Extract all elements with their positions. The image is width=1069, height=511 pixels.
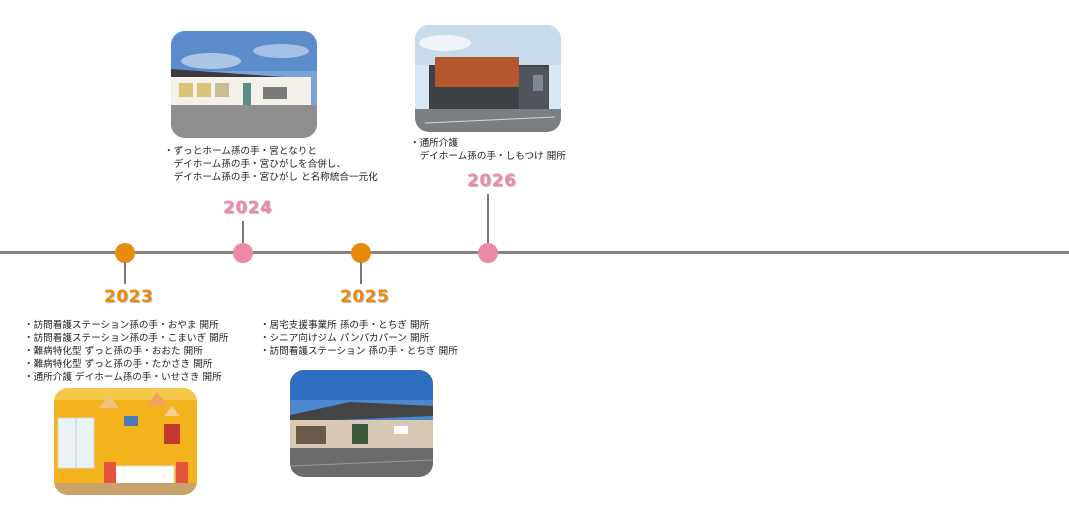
milestone-dot-2026: [478, 243, 498, 263]
description-line: ・訪問看護ステーション孫の手・こまいぎ 開所: [24, 333, 229, 344]
photo-day-home-isesaki-interior: [54, 388, 197, 495]
description-line: ・訪問看護ステーション 孫の手・とちぎ 開所: [260, 346, 458, 357]
description-line: ・通所介護 デイホーム孫の手・いせさき 開所: [24, 372, 222, 383]
milestone-dot-2024: [233, 243, 253, 263]
description-line: ・居宅支援事業所 孫の手・とちぎ 開所: [260, 320, 430, 331]
year-label-2026: 2026: [467, 171, 517, 191]
milestone-description-2023: ・訪問看護ステーション孫の手・おやま 開所 ・訪問看護ステーション孫の手・こまい…: [24, 319, 228, 384]
description-line: ・シニア向けジム パンパカパーン 開所: [260, 333, 430, 344]
milestone-stem-2023: [124, 262, 126, 284]
milestone-description-2024: ・ずっとホーム孫の手・宮となりと デイホーム孫の手・宮ひがしを合併し、 デイホー…: [164, 145, 378, 184]
milestone-dot-2023: [115, 243, 135, 263]
milestone-description-2025: ・居宅支援事業所 孫の手・とちぎ 開所 ・シニア向けジム パンパカパーン 開所 …: [260, 319, 458, 358]
milestone-stem-2026: [487, 194, 489, 243]
description-line: ・訪問看護ステーション孫の手・おやま 開所: [24, 320, 219, 331]
description-line: デイホーム孫の手・宮ひがしを合併し、: [164, 159, 346, 170]
year-label-2025: 2025: [340, 287, 390, 307]
description-line: デイホーム孫の手・しもつけ 開所: [410, 151, 566, 162]
timeline-line: [0, 251, 1069, 254]
description-line: デイホーム孫の手・宮ひがし と名称統合一元化: [164, 172, 378, 183]
milestone-stem-2025: [360, 262, 362, 284]
photo-magonote-tochigi: [290, 370, 433, 477]
description-line: ・難病特化型 ずっと孫の手・たかさき 開所: [24, 359, 213, 370]
year-label-2023: 2023: [104, 287, 154, 307]
milestone-description-2026: ・通所介護 デイホーム孫の手・しもつけ 開所: [410, 137, 566, 163]
description-line: ・難病特化型 ずっと孫の手・おおた 開所: [24, 346, 203, 357]
description-line: ・通所介護: [410, 138, 458, 149]
photo-day-home-miyahigashi: [171, 31, 317, 138]
milestone-stem-2024: [242, 221, 244, 243]
description-line: ・ずっとホーム孫の手・宮となりと: [164, 146, 317, 157]
milestone-dot-2025: [351, 243, 371, 263]
photo-day-home-shimotsuke: [415, 25, 561, 132]
year-label-2024: 2024: [223, 198, 273, 218]
